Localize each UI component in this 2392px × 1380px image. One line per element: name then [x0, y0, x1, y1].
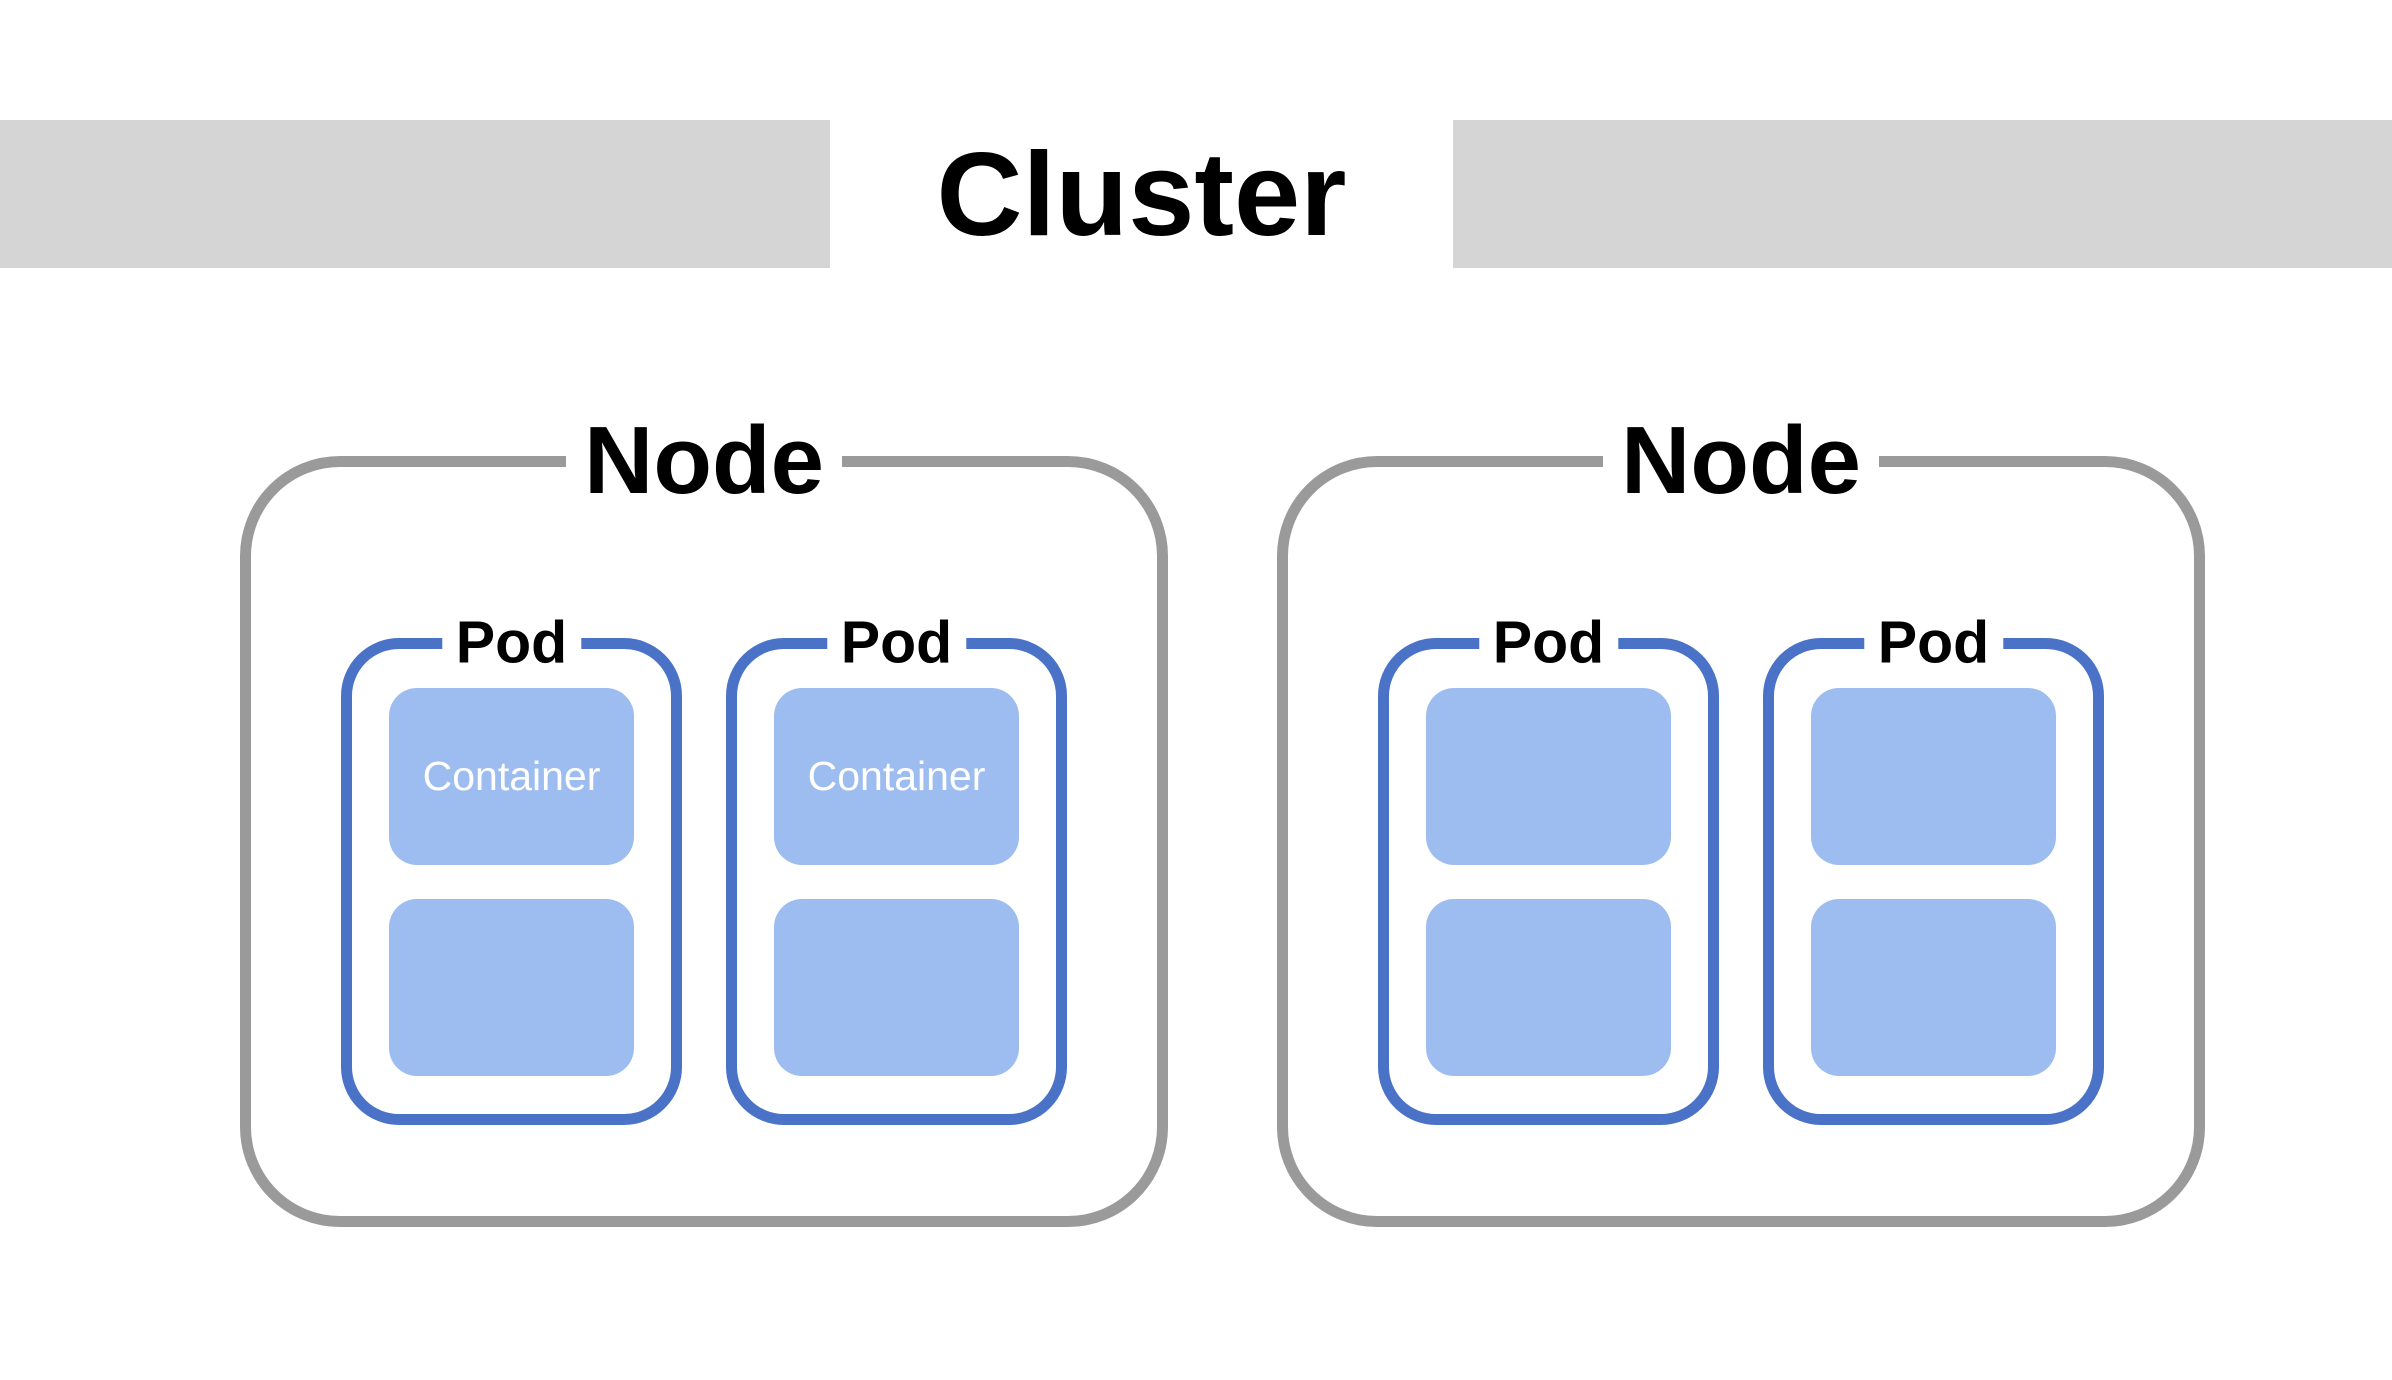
pod-box: Pod	[1763, 610, 2104, 1125]
pod-label: Pod	[1478, 610, 1619, 676]
pod-box: Pod Container	[726, 610, 1067, 1125]
container-box: Container	[774, 688, 1019, 865]
pod-label: Pod	[441, 610, 582, 676]
container-box: Container	[389, 688, 634, 865]
container-box	[1426, 899, 1671, 1076]
container-box	[774, 899, 1019, 1076]
node-label: Node	[566, 408, 842, 514]
cluster-band-right-bar	[1453, 120, 2392, 268]
node-box: Node Pod Pod	[1277, 408, 2205, 1227]
node-label: Node	[1603, 408, 1879, 514]
pod-box: Pod Container	[341, 610, 682, 1125]
node-box: Node Pod Container Pod Container	[240, 408, 1168, 1227]
container-box	[389, 899, 634, 1076]
cluster-band: Cluster	[0, 120, 2392, 268]
container-box	[1811, 899, 2056, 1076]
cluster-title: Cluster	[936, 127, 1347, 261]
container-box	[1811, 688, 2056, 865]
container-box	[1426, 688, 1671, 865]
pod-label: Pod	[826, 610, 967, 676]
pod-label: Pod	[1863, 610, 2004, 676]
cluster-band-title-area: Cluster	[830, 120, 1453, 268]
container-label: Container	[807, 753, 986, 799]
container-label: Container	[422, 753, 601, 799]
cluster-band-left-bar	[0, 120, 830, 268]
pod-box: Pod	[1378, 610, 1719, 1125]
